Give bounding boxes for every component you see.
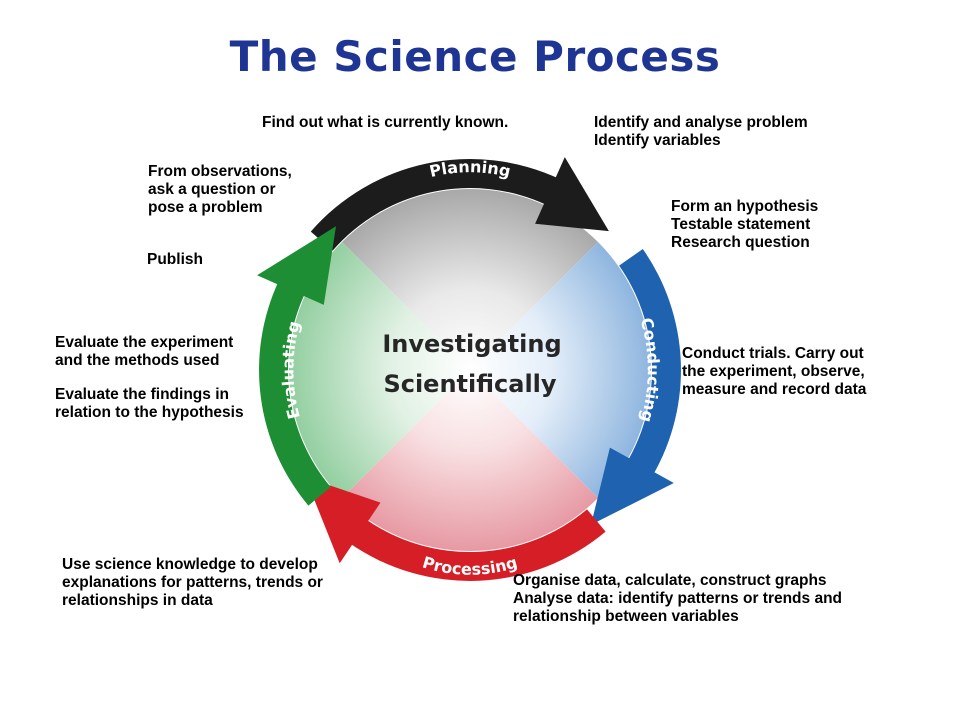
center-title-line-2: Scientifically	[383, 370, 556, 398]
quadrant-processing	[342, 370, 598, 552]
center-disc	[288, 188, 652, 552]
stage-label-planning: Planning	[428, 157, 513, 181]
quadrant-planning	[342, 188, 598, 370]
note-evaluate-findings: Evaluate the findings in relation to the…	[55, 386, 244, 421]
note-evaluate-experiment: Evaluate the experiment and the methods …	[55, 334, 234, 369]
note-organise-data: Organise data, calculate, construct grap…	[513, 572, 843, 625]
note-ask-question: From observations, ask a question or pos…	[148, 163, 292, 216]
center-title-line-1: Investigating	[382, 330, 561, 358]
arrow-conducting	[591, 249, 681, 525]
note-identify-problem: Identify and analyse problem Identify va…	[594, 114, 808, 149]
note-conduct-trials: Conduct trials. Carry out the experiment…	[682, 345, 867, 398]
note-form-hypothesis: Form an hypothesis Testable statement Re…	[671, 198, 819, 251]
quadrant-evaluating	[288, 242, 470, 498]
quadrant-conducting	[470, 242, 652, 498]
arrow-planning	[310, 157, 609, 251]
arrow-processing	[305, 477, 606, 581]
note-find-known: Find out what is currently known.	[262, 114, 509, 131]
note-explanations: Use science knowledge to develop explana…	[62, 556, 323, 609]
note-publish: Publish	[147, 251, 203, 268]
page-title: The Science Process	[229, 32, 721, 81]
arrow-evaluating	[257, 226, 336, 506]
